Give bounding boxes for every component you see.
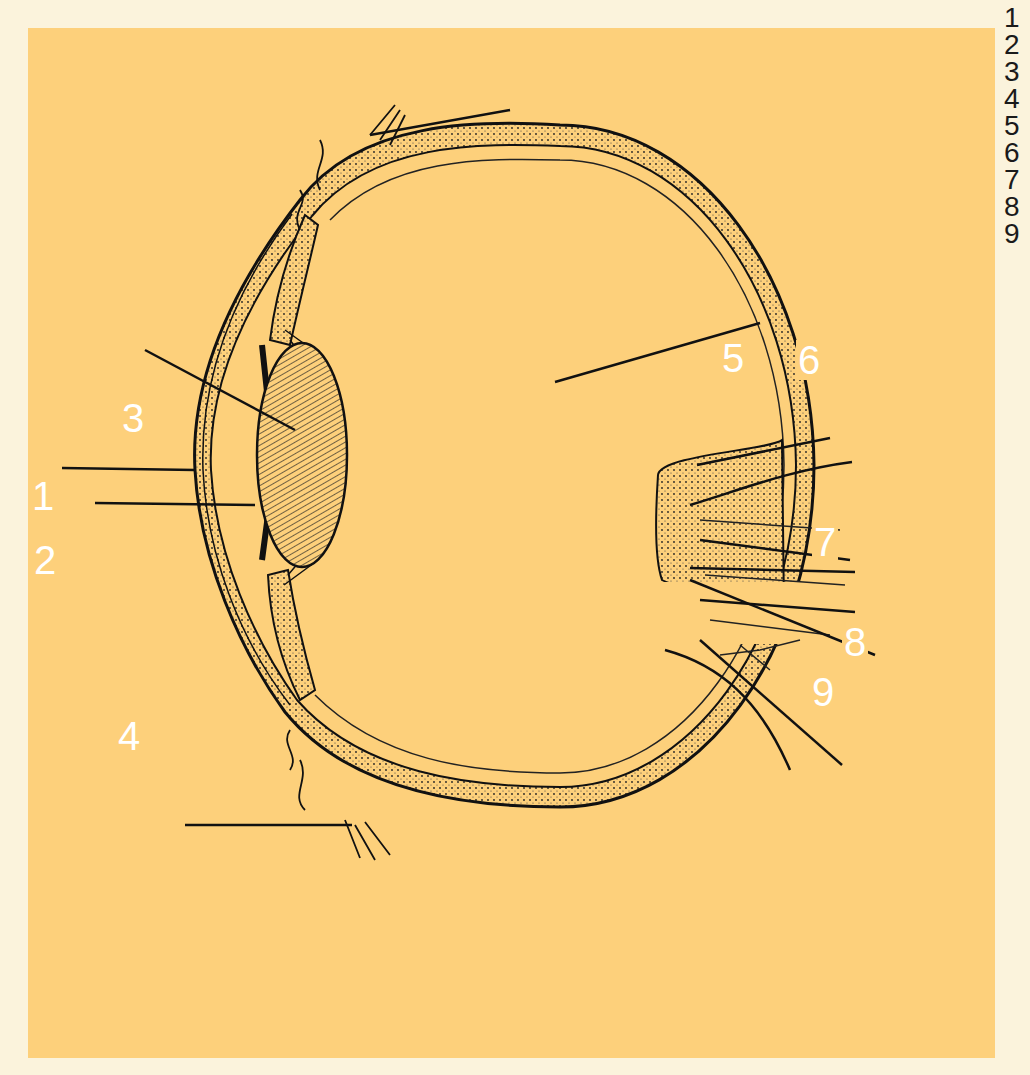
- list-number: 1: [1004, 4, 1020, 32]
- optic-nerve-sheath: [665, 462, 855, 770]
- ciliary-body-bottom: [268, 570, 315, 700]
- optic-nerve-fibers: [700, 520, 845, 670]
- retina-line: [315, 159, 784, 773]
- callout-number: 8: [842, 622, 868, 662]
- callout-number: 5: [720, 338, 746, 378]
- lens: [257, 343, 347, 567]
- list-number: 9: [1004, 220, 1020, 248]
- sclera-wall: [195, 123, 814, 807]
- list-number: 5: [1004, 112, 1020, 140]
- list-number: 7: [1004, 166, 1020, 194]
- optic-nerve-gap: [664, 582, 804, 644]
- list-number: 2: [1004, 31, 1020, 59]
- callout-number: 2: [32, 540, 58, 580]
- upper-muscle: [297, 105, 405, 230]
- callout-number: 3: [120, 398, 146, 438]
- list-number: 6: [1004, 139, 1020, 167]
- leader-lines: [62, 110, 875, 825]
- callout-number: 4: [116, 716, 142, 756]
- callout-number: 6: [796, 340, 822, 380]
- list-number: 3: [1004, 58, 1020, 86]
- callout-number: 1: [30, 476, 56, 516]
- callout-number: 9: [810, 672, 836, 712]
- inner-cavity: [211, 145, 796, 787]
- lower-muscle: [287, 730, 390, 860]
- callout-number: 7: [812, 522, 838, 562]
- list-number: 4: [1004, 85, 1020, 113]
- list-number: 8: [1004, 193, 1020, 221]
- ciliary-body-top: [270, 215, 318, 345]
